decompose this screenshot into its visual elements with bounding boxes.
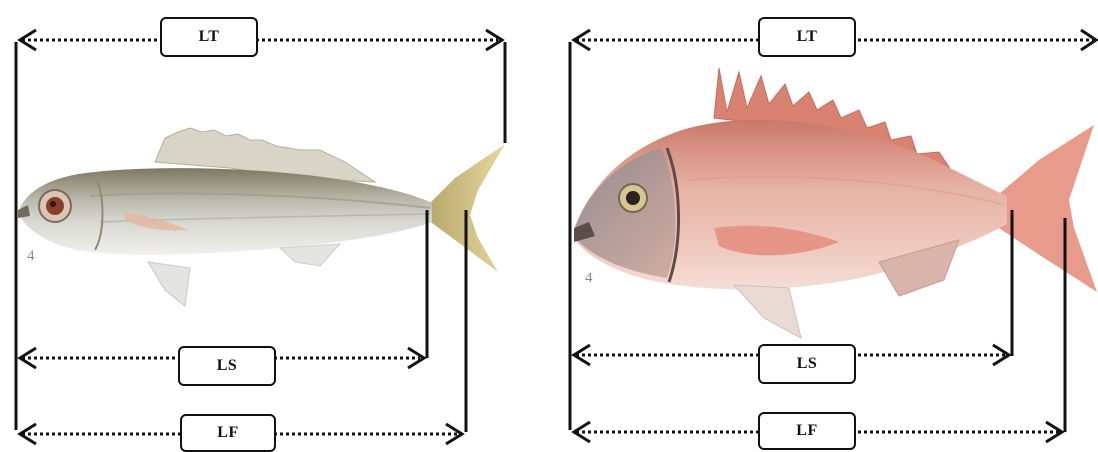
right-specimen-number: 4 [585, 270, 593, 287]
left-specimen-number: 4 [27, 248, 35, 265]
right-fish-panel: 4 LT LS LF [549, 0, 1098, 450]
right-fish-image [574, 68, 1097, 338]
right-pelvic-fin [734, 285, 801, 338]
left-ls-label: LS [178, 346, 276, 386]
right-ls-label: LS [758, 344, 856, 384]
left-lf-label: LF [180, 414, 276, 452]
left-fish-panel: 4 LT LS LF [0, 0, 549, 450]
left-pelvic-fin [148, 262, 190, 306]
right-fish-head [574, 148, 676, 278]
right-tail-fin [999, 125, 1097, 292]
left-lt-label: LT [160, 17, 258, 57]
left-fish-image [18, 128, 505, 306]
left-anal-fin [280, 244, 340, 266]
right-lf-label: LF [758, 412, 856, 450]
right-lt-label: LT [758, 17, 856, 57]
